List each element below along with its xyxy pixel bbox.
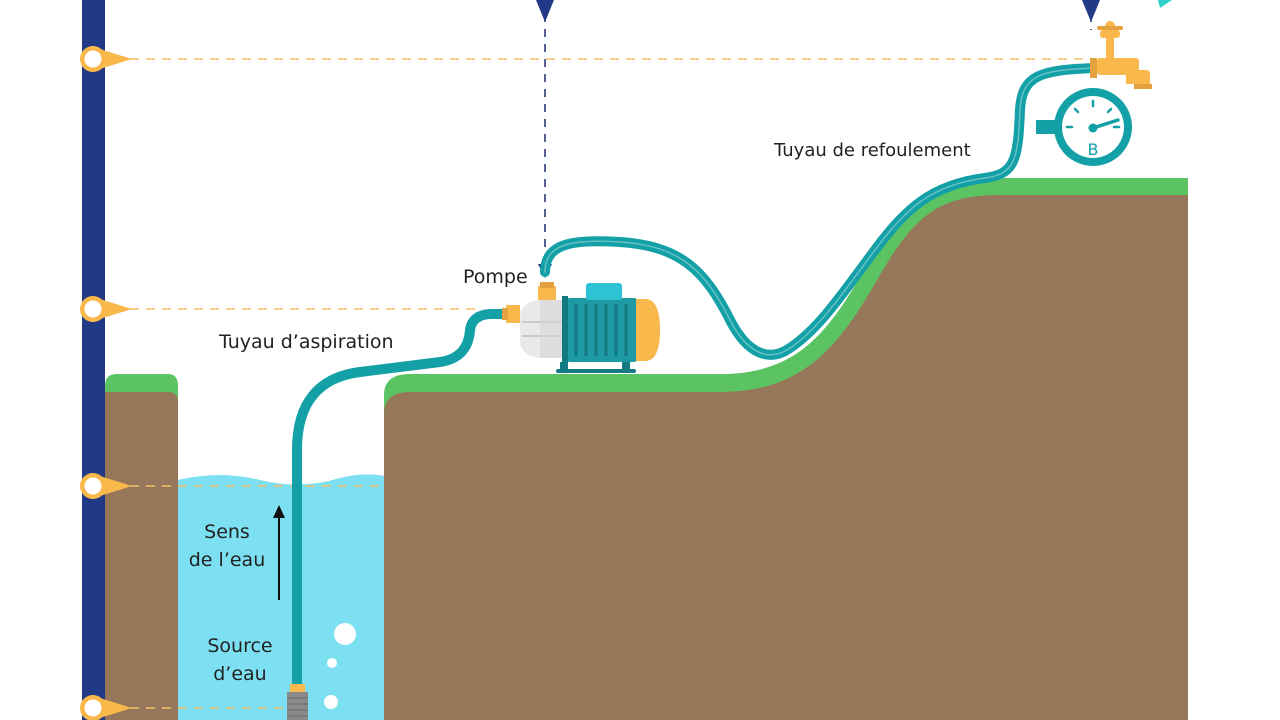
water-direction-label: Sens de l’eau [186,518,268,574]
level-marker-3 [80,473,132,499]
water-source-line1: Source [207,635,273,657]
water-direction-line1: Sens [204,521,250,543]
water-source-line2: d’eau [213,663,267,685]
bubbles [324,623,356,709]
discharge-pipe-label: Tuyau de refoulement [774,140,971,161]
bubble-large [334,623,356,645]
level-marker-2 [80,296,132,322]
pump-outlet-fitting [538,286,556,302]
corner-mark [1158,0,1172,8]
pump-fan-cover [636,299,660,361]
level-marker-4 [80,695,132,720]
left-bank-soil [105,392,178,720]
pump-motor [566,298,638,362]
water-source-label: Source d’eau [198,632,282,688]
ground [105,178,1188,720]
suction-strainer-icon [287,684,308,720]
pressure-gauge-icon: B [1036,88,1132,166]
gauge-letter: B [1088,140,1099,159]
measuring-pole [82,0,105,720]
arrowhead-pump-guide [536,0,554,22]
water-tap-icon [1090,21,1152,89]
pump-inlet-fitting [506,305,520,323]
suction-pipe-label: Tuyau d’aspiration [219,331,394,353]
level-guides [130,58,1090,709]
suction-pipe [292,309,513,695]
arrow-up-icon [273,505,285,600]
discharge-pipe-highlight [544,67,1096,356]
bubble-small [327,658,337,668]
water-direction-line2: de l’eau [188,549,266,571]
bubble-medium [324,695,338,709]
discharge-pipe [540,63,1100,360]
arrowhead-tap-guide [1082,0,1100,22]
level-marker-1 [80,46,132,72]
centrifugal-pump-icon [502,282,660,373]
right-terrain-soil [384,195,1188,720]
level-markers [80,46,132,720]
pump-label: Pompe [463,266,528,288]
pump-base [556,362,636,373]
